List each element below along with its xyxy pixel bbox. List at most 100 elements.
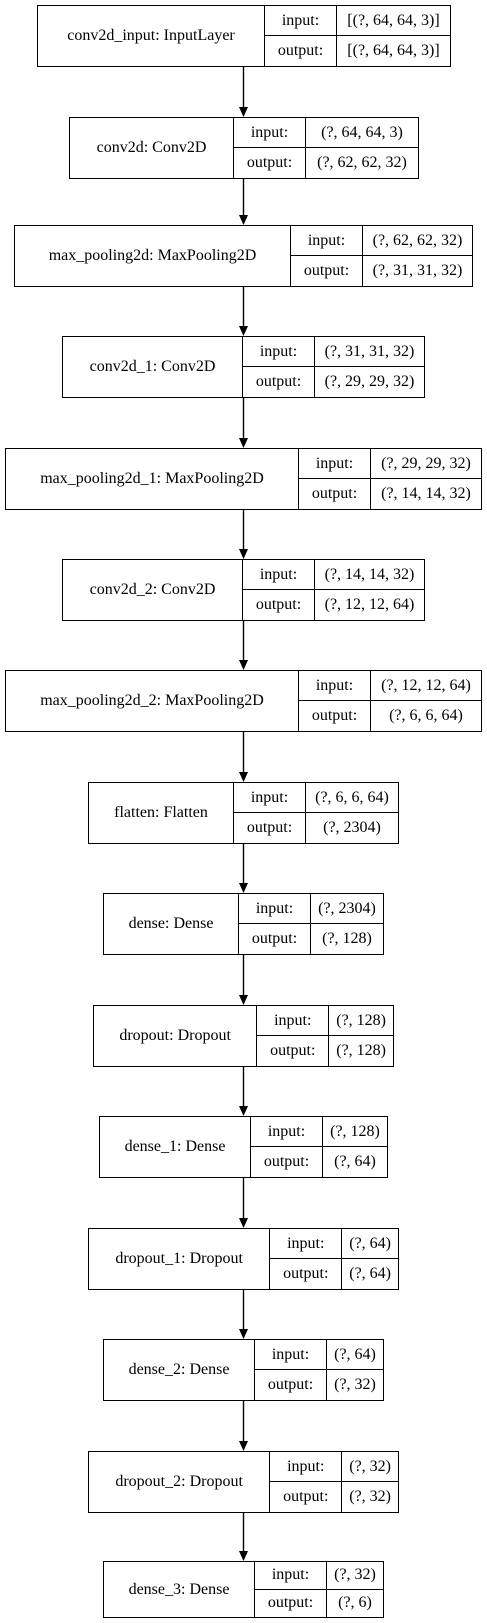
output-shape: (?, 12, 12, 64) <box>324 596 415 613</box>
input-shape: (?, 128) <box>323 1117 387 1147</box>
input-shape: (?, 12, 12, 64) <box>371 671 481 701</box>
output-label: output: <box>270 1259 343 1289</box>
input-label: input: <box>239 894 311 924</box>
output-shape: (?, 64) <box>349 1265 391 1282</box>
output-shape: (?, 62, 62, 32) <box>317 154 407 171</box>
layer-name: dense_2: Dense <box>104 1340 255 1400</box>
arrow-head-icon <box>239 1329 248 1339</box>
output-label: output: <box>257 1036 330 1066</box>
output-label: output: <box>299 479 371 509</box>
output-label: output: <box>255 1370 327 1400</box>
input-label: input: <box>243 337 315 367</box>
input-shape: (?, 32) <box>327 1562 383 1590</box>
layer-name: max_pooling2d_1: MaxPooling2D <box>6 449 299 509</box>
layer-name: dense_3: Dense <box>104 1562 255 1617</box>
layer-name: conv2d_input: InputLayer <box>38 6 265 66</box>
output-shape: (?, 29, 29, 32) <box>324 373 415 390</box>
output-label: output: <box>243 590 315 620</box>
output-shape: (?, 64) <box>334 1153 376 1170</box>
output-label: output: <box>265 36 337 66</box>
output-label: output: <box>299 701 371 731</box>
layer-name: dropout_2: Dropout <box>89 1452 271 1512</box>
output-shape: (?, 6, 6, 64) <box>389 707 463 724</box>
input-label: input: <box>251 1117 323 1147</box>
output-shape: (?, 31, 31, 32) <box>372 262 463 279</box>
layer-name: conv2d_2: Conv2D <box>63 560 243 620</box>
input-label: input: <box>270 1229 343 1259</box>
output-shape: (?, 128) <box>322 930 372 947</box>
output-label: output: <box>251 1147 323 1177</box>
input-label: input: <box>299 671 371 701</box>
arrow-head-icon <box>239 660 248 670</box>
output-shape: (?, 6) <box>338 1594 372 1612</box>
output-shape: (?, 32) <box>334 1376 376 1393</box>
input-shape: (?, 32) <box>342 1452 398 1482</box>
output-label: output: <box>239 924 311 954</box>
input-label: input: <box>270 1452 343 1482</box>
arrow-head-icon <box>239 326 248 336</box>
arrow-head-icon <box>239 883 248 893</box>
layer-name: dense: Dense <box>104 894 239 954</box>
layer-name: conv2d: Conv2D <box>70 118 234 178</box>
input-shape: (?, 29, 29, 32) <box>371 449 481 479</box>
arrow-head-icon <box>239 215 248 225</box>
arrow-head-icon <box>239 438 248 448</box>
input-label: input: <box>265 6 337 36</box>
layer-name: max_pooling2d_2: MaxPooling2D <box>6 671 299 731</box>
input-label: input: <box>255 1340 327 1370</box>
layer-name: max_pooling2d: MaxPooling2D <box>15 226 291 286</box>
input-label: input: <box>234 118 306 148</box>
output-label: output: <box>255 1589 327 1617</box>
arrow-head-icon <box>239 1551 248 1561</box>
input-shape: (?, 14, 14, 32) <box>315 560 424 590</box>
input-label: input: <box>255 1562 327 1590</box>
arrow-head-icon <box>239 772 248 782</box>
layer-name: dense_1: Dense <box>100 1117 251 1177</box>
layer-name: dropout: Dropout <box>94 1006 258 1066</box>
input-shape: (?, 62, 62, 32) <box>363 226 472 256</box>
layer-name: dropout_1: Dropout <box>89 1229 271 1289</box>
arrow-head-icon <box>239 995 248 1005</box>
output-label: output: <box>234 813 306 843</box>
input-shape: [(?, 64, 64, 3)] <box>337 6 450 36</box>
input-shape: (?, 2304) <box>311 894 383 924</box>
output-shape: [(?, 64, 64, 3)] <box>347 42 440 59</box>
layer-name: flatten: Flatten <box>89 783 234 843</box>
input-shape: (?, 6, 6, 64) <box>306 783 398 813</box>
output-shape: (?, 14, 14, 32) <box>381 485 471 502</box>
output-label: output: <box>243 367 315 397</box>
arrow-head-icon <box>239 1441 248 1451</box>
output-shape: (?, 128) <box>336 1042 386 1059</box>
arrow-head-icon <box>239 549 248 559</box>
output-label: output: <box>270 1482 343 1512</box>
input-label: input: <box>257 1006 330 1036</box>
arrow-head-icon <box>239 1218 248 1228</box>
arrow-head-icon <box>239 1106 248 1116</box>
input-shape: (?, 128) <box>329 1006 393 1036</box>
output-shape: (?, 32) <box>349 1488 391 1505</box>
layer-name: conv2d_1: Conv2D <box>63 337 243 397</box>
input-label: input: <box>299 449 371 479</box>
input-label: input: <box>291 226 363 256</box>
input-label: input: <box>243 560 315 590</box>
output-label: output: <box>291 256 363 286</box>
arrow-head-icon <box>239 107 248 117</box>
input-shape: (?, 64, 64, 3) <box>306 118 418 148</box>
input-shape: (?, 64) <box>342 1229 398 1259</box>
input-label: input: <box>234 783 306 813</box>
output-shape: (?, 2304) <box>323 819 381 836</box>
input-shape: (?, 31, 31, 32) <box>315 337 424 367</box>
